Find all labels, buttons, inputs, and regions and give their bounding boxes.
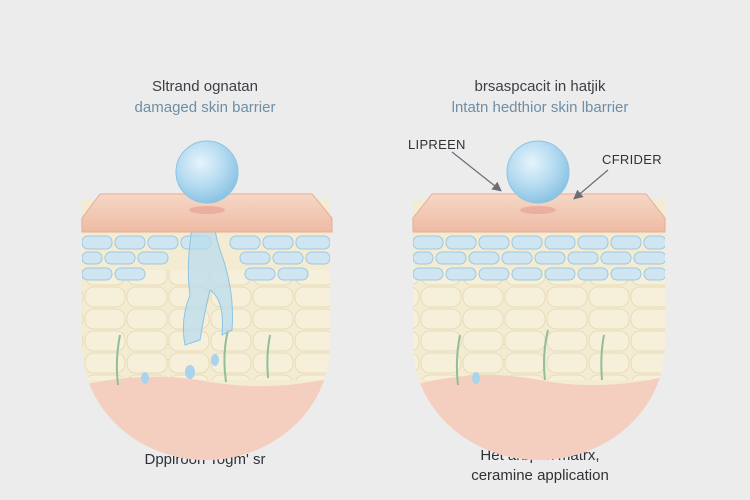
right-title-line2: lntatn hedthior skin lbarrier — [451, 99, 629, 116]
ceramide-label: CFRIDER — [602, 152, 662, 167]
arrow-icon — [573, 169, 609, 200]
right-skin-cross-section — [412, 140, 666, 460]
left-title-line1: Sltrand ognatan — [152, 78, 258, 95]
right-title-line1: brsaspcacit in hatjik — [474, 78, 606, 95]
water-droplet-icon — [472, 372, 480, 384]
hair-strand-icon — [115, 329, 271, 386]
water-droplet-icon — [175, 140, 239, 204]
water-droplet-icon — [141, 354, 219, 384]
arrow-icon — [451, 151, 502, 192]
right-caption-line2: ceramine application — [471, 467, 609, 484]
left-title-line2: damaged skin barrier — [134, 99, 276, 116]
hair-strand-icon — [455, 329, 605, 386]
water-droplet-icon — [506, 140, 570, 204]
water-leak-stream — [182, 211, 233, 346]
lipid-label: LIPREEN — [408, 137, 466, 152]
left-skin-cross-section — [81, 140, 333, 460]
right-cell-layer — [413, 235, 665, 281]
